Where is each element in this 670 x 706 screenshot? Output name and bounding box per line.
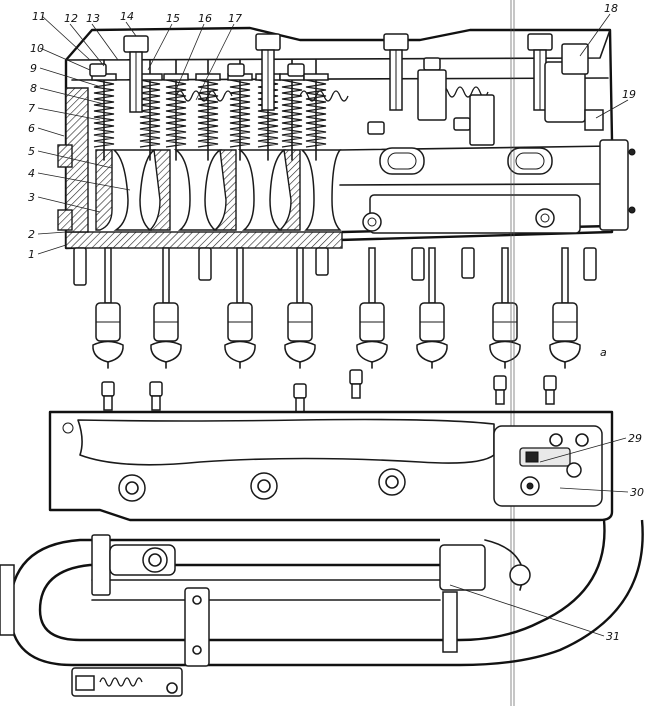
valve-chamber xyxy=(173,149,237,231)
leader-line xyxy=(39,87,105,105)
leader-line xyxy=(175,23,205,91)
valve-chamber xyxy=(95,149,171,231)
stud-stub xyxy=(315,247,329,276)
cylinder-head-section xyxy=(57,26,636,250)
pipe-fitting xyxy=(349,369,363,399)
callout-15: 15 xyxy=(166,12,180,25)
callout-10: 10 xyxy=(30,42,44,55)
callout-17: 17 xyxy=(228,12,242,25)
manifold-nut xyxy=(250,472,278,500)
leader-line xyxy=(37,172,131,191)
callout-12: 12 xyxy=(64,12,78,25)
stud-stub xyxy=(198,247,212,281)
callout-5: 5 xyxy=(28,145,35,158)
callout-14: 14 xyxy=(120,10,134,23)
pipe-fitting xyxy=(543,375,557,405)
leader-line xyxy=(37,196,101,213)
stud-stub xyxy=(461,247,475,279)
small-nut xyxy=(423,57,441,71)
lower-stub-row xyxy=(73,247,597,369)
leader-line xyxy=(91,23,119,61)
leader-line xyxy=(39,47,91,71)
leader-line xyxy=(37,107,101,121)
injector-nozzle xyxy=(224,247,256,369)
leader-line xyxy=(449,584,605,637)
callout-6: 6 xyxy=(28,122,35,135)
stud-stub xyxy=(411,247,425,281)
leader-line xyxy=(39,67,99,87)
head-bolt xyxy=(255,33,281,111)
injector-nozzle xyxy=(150,247,182,369)
pipe-fitting xyxy=(149,381,163,411)
small-nut xyxy=(453,117,471,131)
small-nut xyxy=(287,63,305,77)
rocker-shaft-spring xyxy=(175,86,489,102)
leader-line xyxy=(37,127,65,137)
manifold-nut xyxy=(118,474,146,502)
callout-30: 30 xyxy=(630,486,644,499)
leader-line xyxy=(37,231,67,235)
leader-line xyxy=(539,437,627,463)
callout-2: 2 xyxy=(28,228,35,241)
head-bolt xyxy=(527,33,553,111)
callout-13: 13 xyxy=(86,12,100,25)
small-nut xyxy=(227,63,245,77)
valve-spring xyxy=(195,59,221,161)
leader-line xyxy=(195,23,235,101)
callout-4: 4 xyxy=(28,167,35,180)
leader-line xyxy=(559,487,629,493)
leader-line xyxy=(125,21,137,37)
injector-nozzle xyxy=(416,247,448,369)
pipe-fitting xyxy=(101,381,115,411)
stud-stub xyxy=(583,247,597,281)
callout-3: 3 xyxy=(28,191,35,204)
leader-line xyxy=(37,150,113,169)
leader-line xyxy=(69,23,105,67)
valve-chamber xyxy=(299,149,342,231)
callout-29: 29 xyxy=(628,432,642,445)
callout-31: 31 xyxy=(606,630,620,643)
callout-8: 8 xyxy=(30,82,37,95)
leader-line xyxy=(595,99,629,119)
injector-nozzle xyxy=(356,247,388,369)
head-bolt xyxy=(123,35,149,113)
callout-18: 18 xyxy=(604,2,618,15)
head-bolt xyxy=(383,33,409,111)
leader-line xyxy=(37,244,67,255)
callout-9: 9 xyxy=(30,62,37,75)
callout-19: 19 xyxy=(622,88,636,101)
injector-nozzle xyxy=(489,247,521,369)
valve-chamber xyxy=(237,149,301,231)
valve-spring xyxy=(303,59,329,161)
callout-1: 1 xyxy=(28,248,35,261)
manifold-nut xyxy=(378,468,406,496)
view-label-a: а xyxy=(600,346,607,359)
injector-nozzle xyxy=(549,247,581,369)
leader-line xyxy=(41,15,91,61)
valve-spring xyxy=(163,59,189,161)
callout-7: 7 xyxy=(28,102,35,115)
injector-nozzle xyxy=(284,247,316,369)
small-nut xyxy=(367,121,385,135)
manifold-assembly xyxy=(0,369,644,697)
pipe-fitting xyxy=(293,383,307,413)
port-oval xyxy=(507,147,553,175)
pipe-fitting xyxy=(493,375,507,405)
injector-nozzle xyxy=(92,247,124,369)
callout-11: 11 xyxy=(32,10,46,23)
stud-stub xyxy=(73,247,87,286)
leader-line xyxy=(147,23,173,71)
callout-16: 16 xyxy=(198,12,212,25)
leader-line xyxy=(579,13,611,57)
port-oval xyxy=(379,147,425,175)
